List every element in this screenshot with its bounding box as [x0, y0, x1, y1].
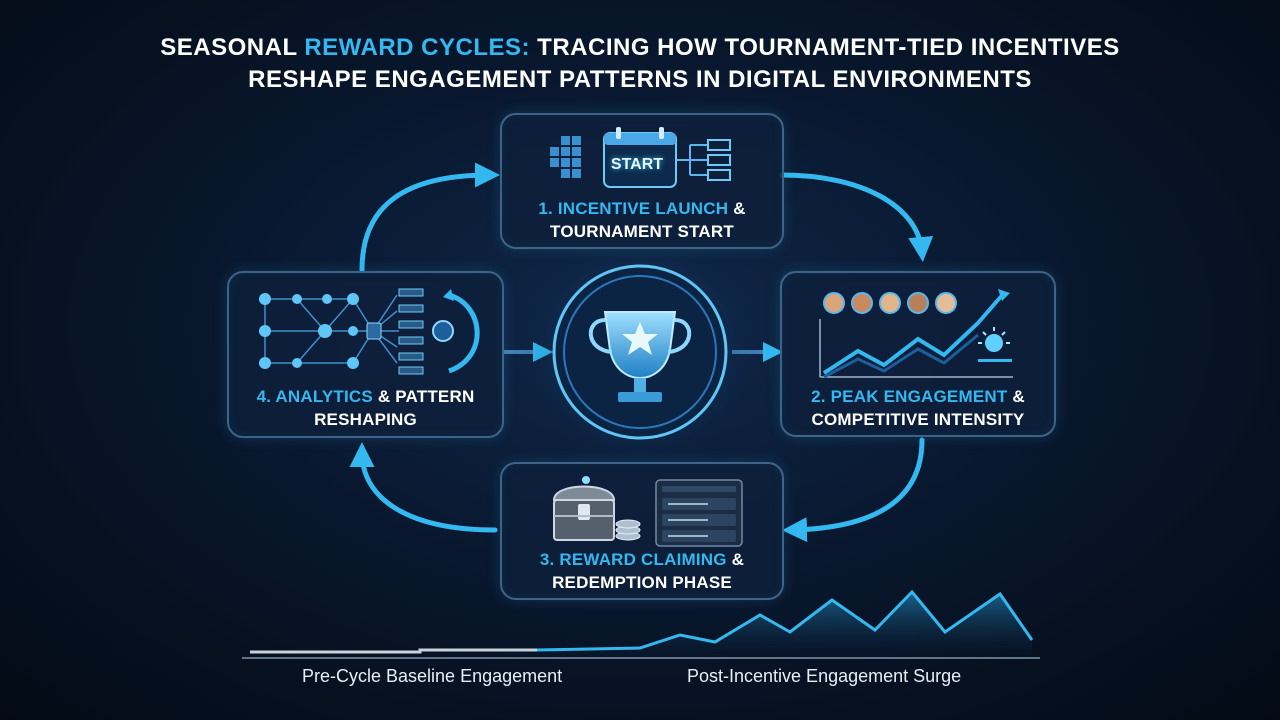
surge-line: [536, 589, 1034, 652]
stage-title-rest: &: [1007, 387, 1025, 406]
title-line-2: RESHAPE ENGAGEMENT PATTERNS IN DIGITAL E…: [248, 66, 1032, 93]
stage-label-reward-claiming: 3. REWARD CLAIMING & REDEMPTION PHASE: [502, 548, 782, 594]
baseline-line: [250, 648, 537, 654]
stage-title-rest: &: [728, 199, 746, 218]
stage-label-incentive-launch: 1. INCENTIVE LAUNCH & TOURNAMENT START: [502, 197, 782, 243]
arrow-analytics-to-launch: [359, 162, 500, 273]
stage-title-rest: &: [726, 550, 745, 569]
treasure-chest-icon: [552, 476, 743, 547]
title-text: TRACING HOW TOURNAMENT-TIED INCENTIVES: [530, 34, 1120, 61]
arrow-launch-to-peak: [779, 172, 934, 262]
redemption-list-icon: [655, 479, 743, 547]
page-title: SEASONAL REWARD CYCLES: TRACING HOW TOUR…: [0, 32, 1280, 96]
stage-title: 4. ANALYTICS: [256, 387, 373, 406]
stage-card-incentive-launch: 1. INCENTIVE LAUNCH & TOURNAMENT START: [500, 113, 784, 249]
arrow-reward-to-analytics: [349, 442, 498, 533]
stage-title: 3. REWARD CLAIMING: [539, 550, 727, 569]
stage-label-analytics: 4. ANALYTICS & PATTERN RESHAPING: [229, 385, 502, 431]
trophy-hub: [520, 232, 760, 472]
arrow-peak-to-reward: [782, 437, 925, 543]
stage-subtitle: RESHAPING: [314, 410, 417, 429]
calendar-start-icon: [550, 127, 731, 188]
stage-title: 2. PEAK ENGAGEMENT: [811, 387, 1008, 406]
stage-subtitle: TOURNAMENT START: [550, 222, 734, 241]
stage-title-rest: & PATTERN: [372, 387, 475, 406]
stage-card-peak-engagement: 2. PEAK ENGAGEMENT & COMPETITIVE INTENSI…: [780, 271, 1056, 437]
stage-label-peak-engagement: 2. PEAK ENGAGEMENT & COMPETITIVE INTENSI…: [782, 385, 1054, 431]
rising-chart-icon: [819, 289, 1013, 379]
surge-caption: Post-Incentive Engagement Surge: [687, 666, 962, 686]
title-accent: REWARD CYCLES:: [304, 34, 531, 61]
stage-title: 1. INCENTIVE LAUNCH: [538, 199, 729, 218]
trophy-icon: [588, 311, 692, 402]
cycle-arrows: [349, 162, 934, 543]
engagement-timeline: [242, 589, 1040, 659]
stage-subtitle: REDEMPTION PHASE: [552, 573, 732, 592]
network-analytics-icon: [259, 288, 480, 375]
title-text: SEASONAL: [160, 34, 305, 61]
stage-subtitle: COMPETITIVE INTENSITY: [811, 410, 1025, 429]
calendar-start-label: START: [610, 156, 664, 173]
player-avatars-icon: [823, 292, 957, 314]
title-line-1: SEASONAL REWARD CYCLES: TRACING HOW TOUR…: [0, 32, 1280, 64]
baseline-caption: Pre-Cycle Baseline Engagement: [302, 666, 563, 686]
stage-card-reward-claiming: 3. REWARD CLAIMING & REDEMPTION PHASE: [500, 462, 784, 600]
stage-card-analytics: 4. ANALYTICS & PATTERN RESHAPING: [227, 271, 504, 438]
